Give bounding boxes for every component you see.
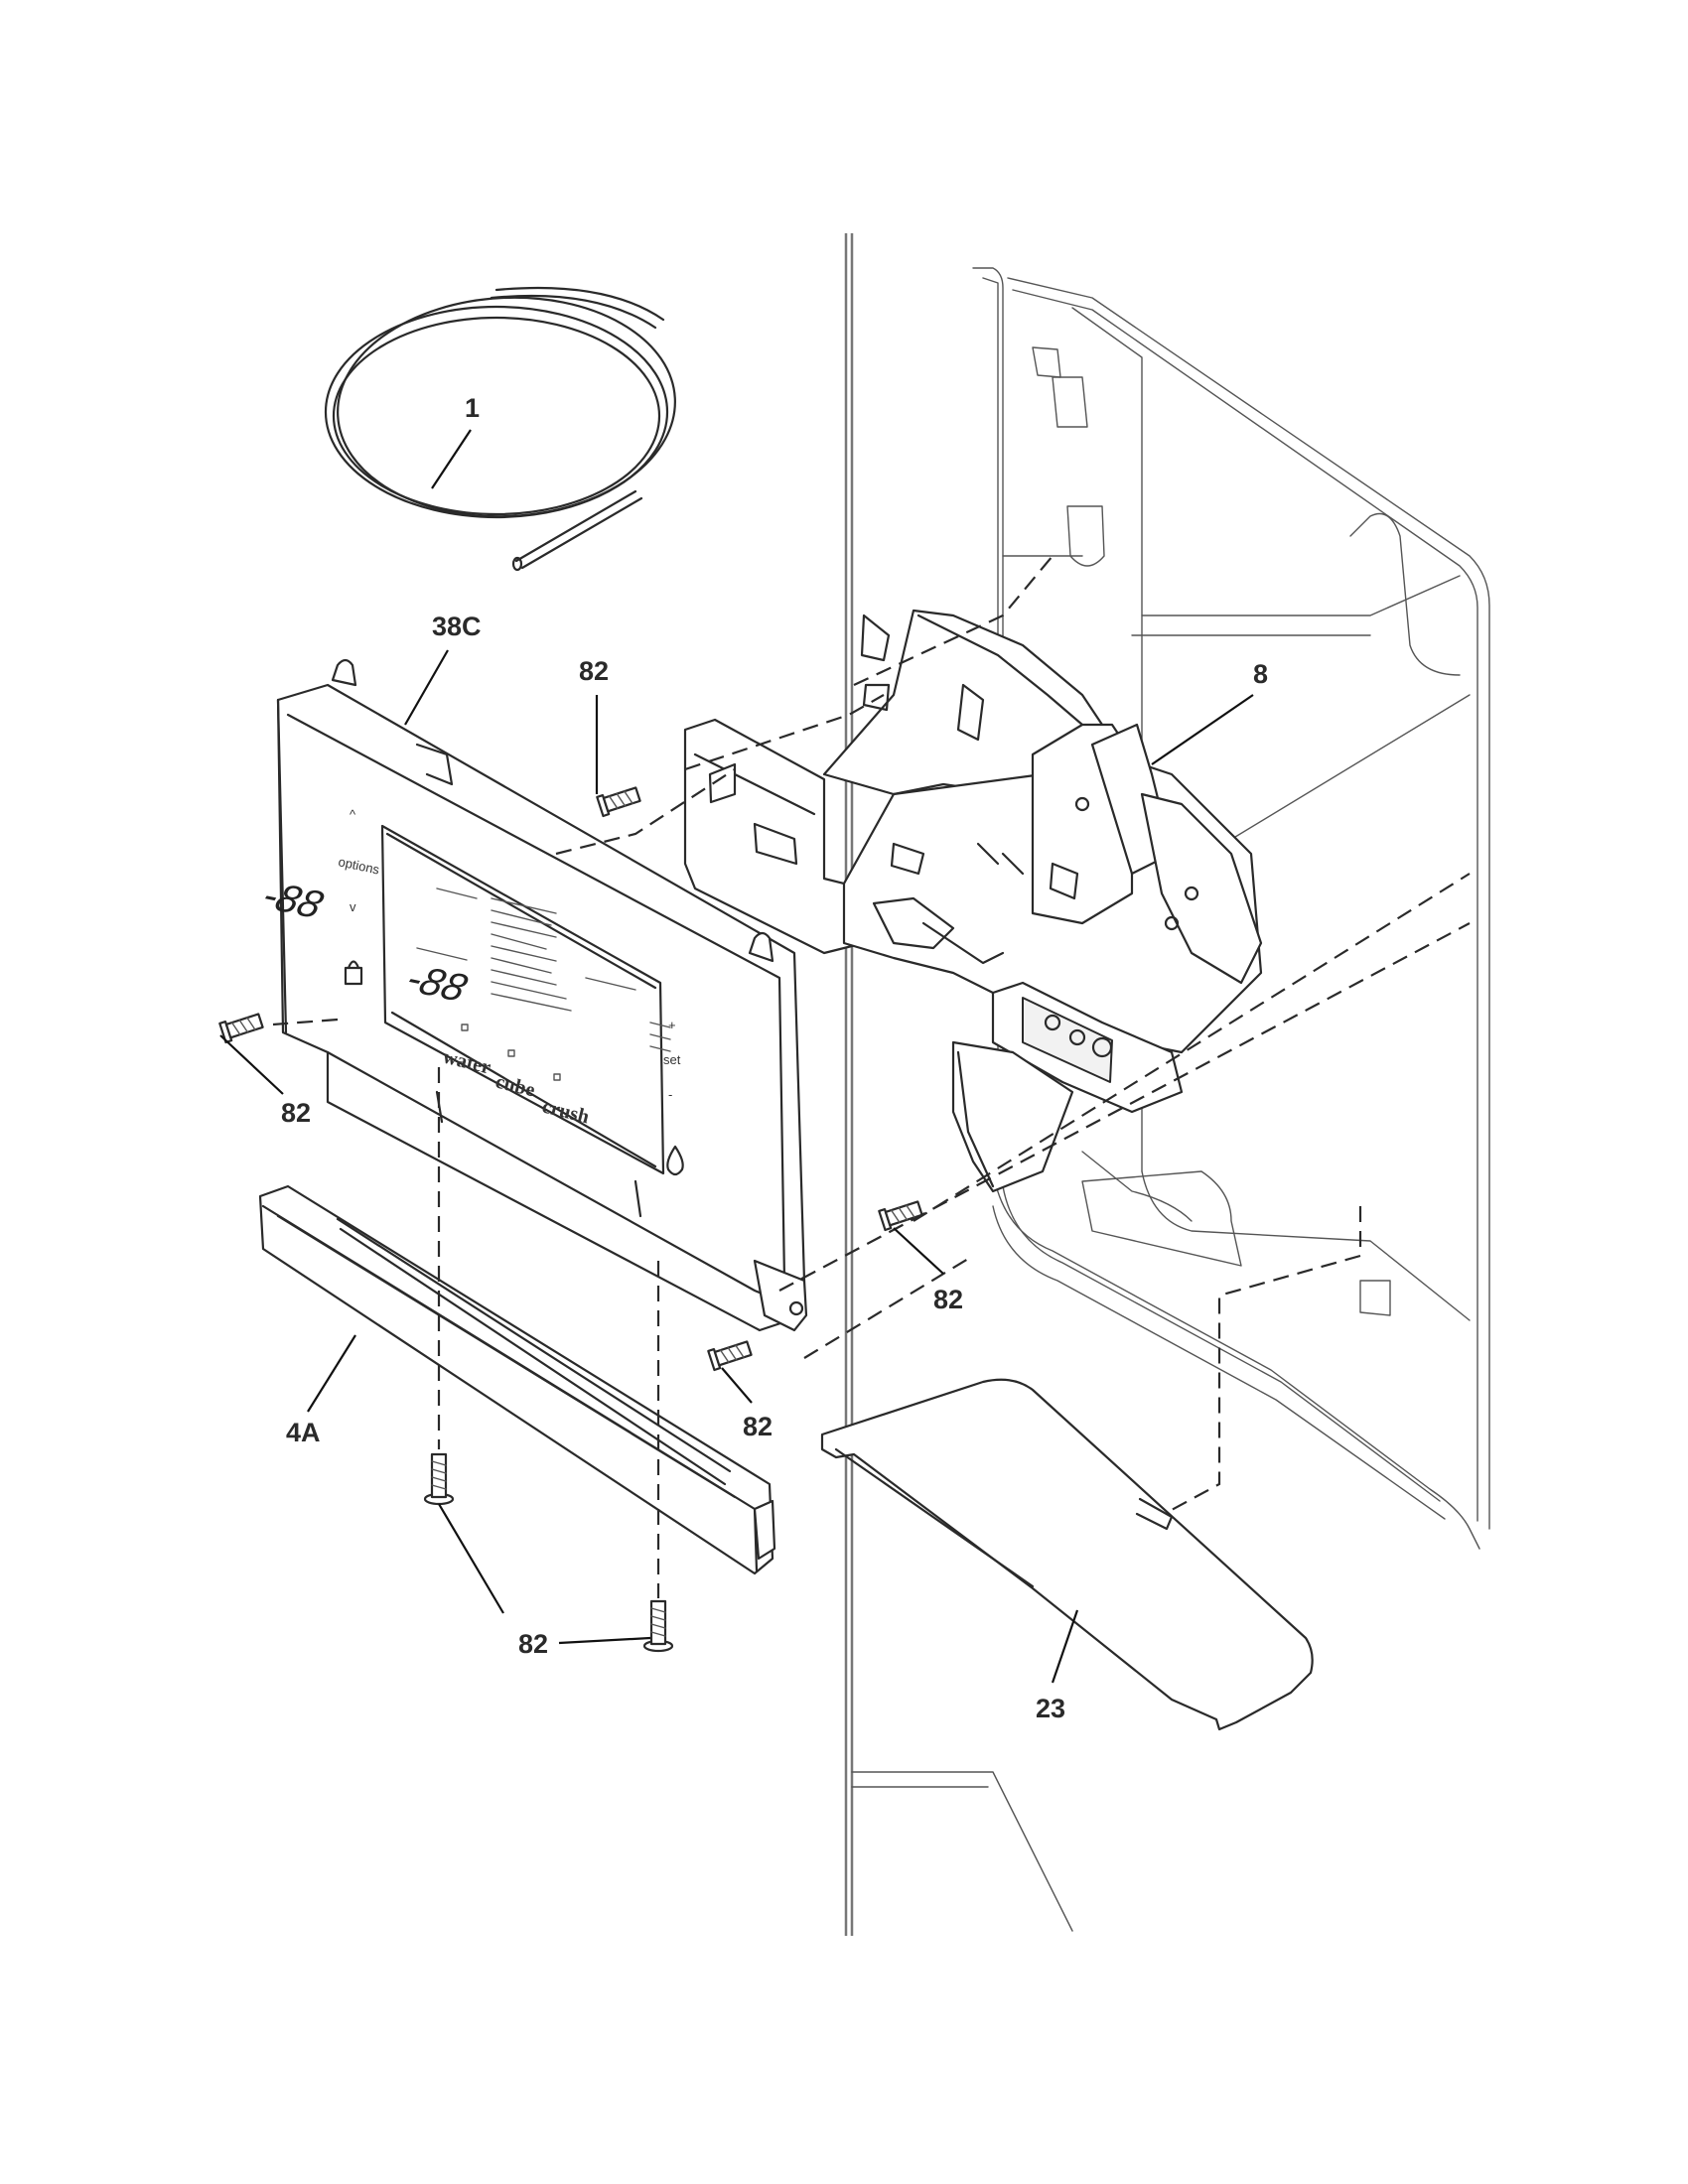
callout-82-top: 82 — [579, 656, 609, 686]
callout-1: 1 — [465, 393, 480, 423]
callout-82-right: 82 — [933, 1285, 963, 1314]
callout-82-bottom-center: 82 — [743, 1412, 773, 1441]
screw-right-mid — [878, 1200, 923, 1232]
display-status-lines — [416, 887, 671, 1052]
set-label: set — [663, 1052, 681, 1067]
lock-icon — [344, 966, 363, 986]
screw-top-center — [596, 786, 641, 818]
minus-label: - — [668, 1087, 672, 1102]
control-panel-assembly: ^ options v -88 -88 water cube — [256, 658, 808, 1332]
callout-8: 8 — [1253, 659, 1268, 689]
cube-indicator — [507, 1049, 515, 1057]
callout-4a: 4A — [286, 1418, 321, 1447]
screw-left — [218, 1013, 264, 1044]
drip-tray — [820, 1378, 1314, 1731]
callout-82-left: 82 — [281, 1098, 311, 1128]
crush-indicator — [553, 1073, 561, 1081]
plus-label: + — [668, 1018, 676, 1032]
water-drop-icon — [666, 1145, 684, 1176]
callout-82-bottom: 82 — [518, 1629, 548, 1659]
callout-38c: 38C — [432, 612, 482, 641]
callout-leader-lines — [219, 429, 1254, 1684]
water-tubing-coil — [324, 286, 676, 572]
callout-23: 23 — [1036, 1694, 1065, 1723]
trim-strip — [258, 1184, 776, 1575]
screw-vertical-left — [423, 1452, 455, 1506]
up-arrow-label: ^ — [350, 807, 356, 822]
screw-vertical-right — [642, 1599, 674, 1653]
water-indicator — [461, 1024, 469, 1031]
dispenser-housing-assembly — [683, 609, 1263, 1193]
screw-bottom-center — [707, 1340, 753, 1372]
callout-labels: 1 38C 8 82 82 82 82 4A 82 23 — [281, 393, 1268, 1723]
down-arrow-label: v — [350, 899, 356, 914]
